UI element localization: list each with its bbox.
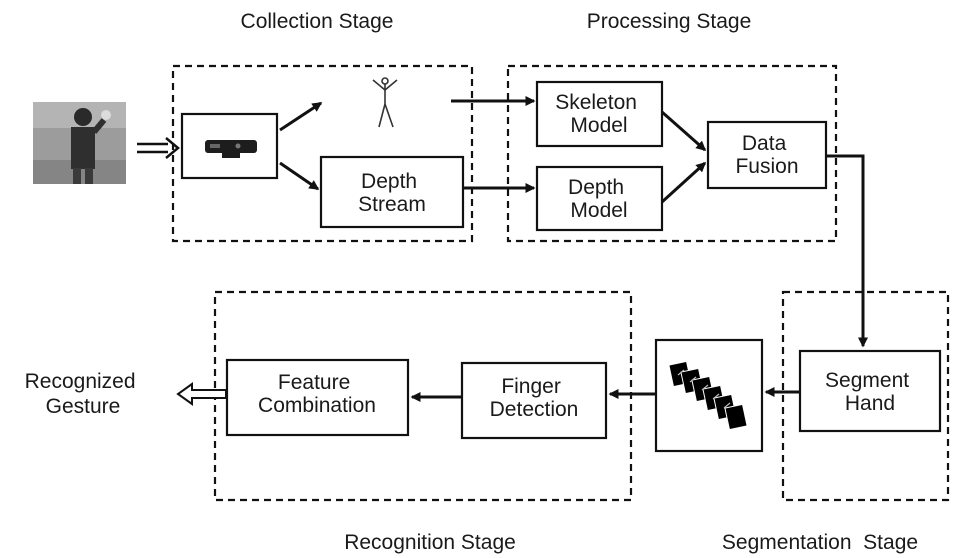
processing-stage-box <box>506 64 838 243</box>
segmentation-stage-box <box>781 290 950 502</box>
feature-combination-label: Feature Combination <box>258 371 376 417</box>
arrow-skeleton-model-to-fusion <box>661 110 707 152</box>
recognized-gesture-label: Recognized Gesture <box>25 370 142 418</box>
output-hollow-arrow <box>176 382 227 406</box>
segment-hand-box <box>798 349 942 433</box>
finger-detection-label: Finger Detection <box>490 375 579 421</box>
arrow-depth-model-to-fusion <box>660 161 707 204</box>
collection-stage-title: Collection Stage <box>241 10 394 33</box>
depth-model-label: Depth Model <box>568 176 630 222</box>
kinect-sensor-icon <box>205 140 257 158</box>
recognition-stage-title: Recognition Stage <box>344 531 516 554</box>
data-fusion-label: Data Fusion <box>735 132 798 178</box>
skeleton-model-label: Skeleton Model <box>555 91 643 137</box>
processing-stage-title: Processing Stage <box>587 10 752 33</box>
data-fusion-box <box>706 120 828 190</box>
segment-hand-label: Segment Hand <box>825 369 915 415</box>
finger-detection-box <box>460 361 608 440</box>
feature-combination-box <box>225 358 410 437</box>
arrow-sensor-to-depth-stream <box>279 161 320 191</box>
collection-stage-box <box>171 64 474 243</box>
depth-stream-box <box>319 155 465 229</box>
skeleton-figure-icon <box>372 77 398 128</box>
arrow-fusion-to-segment-hand <box>826 154 868 348</box>
person-photo-icon <box>33 102 126 184</box>
depth-stream-label: Depth Stream <box>358 170 426 216</box>
segmentation-stage-title: Segmentation Stage <box>722 531 918 554</box>
depth-model-box <box>535 165 664 232</box>
input-double-arrow <box>137 137 180 159</box>
arrow-sensor-to-skeleton <box>279 101 323 132</box>
